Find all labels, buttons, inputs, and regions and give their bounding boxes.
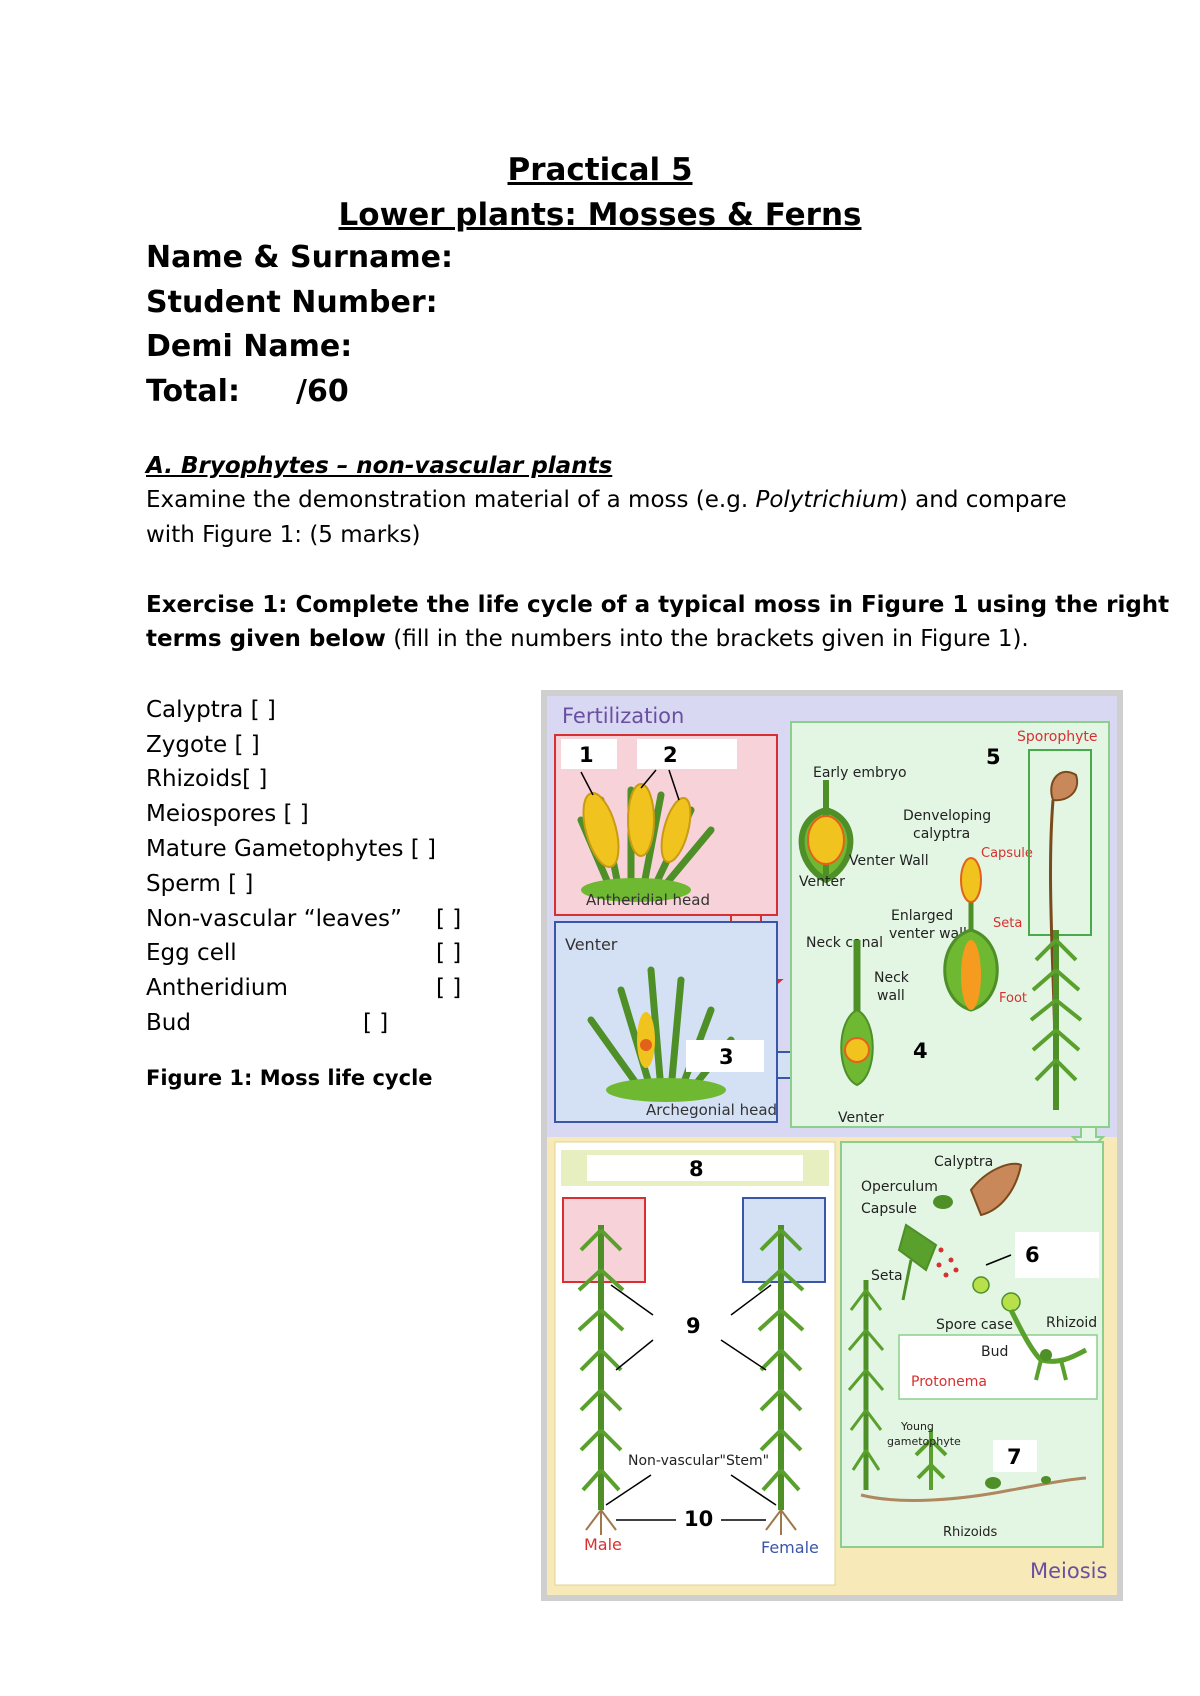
moss-life-cycle-figure: Fertilization 1 2 Antheridial head Vente… [541, 690, 1123, 1601]
capsule2-label: Capsule [861, 1201, 917, 1217]
capsule-label: Capsule [981, 846, 1033, 861]
term-egg-cell: Egg cell [146, 940, 237, 966]
neck-canal-label: Neck canal [806, 935, 883, 951]
demi-name-label: Demi Name: [146, 329, 352, 364]
fertilization-label: Fertilization [562, 704, 684, 728]
neck-wall-label-1: Neck [874, 970, 910, 986]
section-a-heading: A. Bryophytes – non-vascular plants [146, 453, 612, 479]
protonema-label: Protonema [911, 1374, 987, 1390]
early-embryo-label: Early embryo [813, 765, 907, 781]
term-leaves-bracket: [ ] [436, 906, 461, 932]
spore-case-label: Spore case [936, 1317, 1013, 1333]
term-rhizoids: Rhizoids[ ] [146, 766, 267, 792]
rhizoid-label: Rhizoid [1046, 1315, 1097, 1331]
term-egg-cell-bracket: [ ] [436, 940, 461, 966]
number-1: 1 [579, 743, 594, 767]
enlarged-venter-label-1: Enlarged [891, 908, 953, 924]
meiosis-label: Meiosis [1030, 1559, 1107, 1583]
number-10: 10 [684, 1507, 713, 1531]
archegonial-head-label: Archegonial head [646, 1101, 777, 1119]
number-9: 9 [686, 1314, 701, 1338]
venter-label-2: Venter [799, 874, 845, 890]
exercise-line2: terms given below (fill in the numbers i… [146, 626, 1029, 652]
developing-calyptra-label-2: calyptra [913, 826, 970, 842]
instruction-text: Examine the demonstration material of a … [146, 487, 755, 513]
term-leaves: Non-vascular “leaves” [146, 906, 402, 932]
antheridial-head-label: Antheridial head [586, 891, 710, 909]
exercise-bold-text: terms given below [146, 626, 386, 652]
term-sperm: Sperm [ ] [146, 871, 253, 897]
term-bud: Bud [146, 1010, 191, 1036]
section-a-instruction-line2: with Figure 1: (5 marks) [146, 522, 420, 548]
venter-wall-label: Venter Wall [849, 853, 929, 869]
calyptra-label: Calyptra [934, 1154, 993, 1170]
venter-label-3: Venter [838, 1110, 884, 1126]
young-gametophyte-label-2: gametophyte [887, 1435, 961, 1448]
sporophyte-label: Sporophyte [1017, 729, 1098, 745]
venter-label-1: Venter [565, 935, 618, 954]
number-7: 7 [1007, 1445, 1022, 1469]
young-gametophyte-label-1: Young [900, 1420, 934, 1433]
stem-label: Non-vascular"Stem" [628, 1453, 769, 1469]
total-value: /60 [296, 374, 349, 409]
section-a-instruction: Examine the demonstration material of a … [146, 487, 1067, 513]
developing-calyptra-label-1: Denveloping [903, 808, 991, 824]
student-number-label: Student Number: [146, 285, 438, 320]
term-mature-gametophytes: Mature Gametophytes [ ] [146, 836, 436, 862]
neck-wall-label-2: wall [877, 988, 905, 1004]
term-zygote: Zygote [ ] [146, 732, 260, 758]
bud-label: Bud [981, 1344, 1008, 1360]
number-6: 6 [1025, 1243, 1040, 1267]
operculum-label: Operculum [861, 1179, 938, 1195]
total-label: Total: [146, 374, 240, 409]
page-subtitle: Lower plants: Mosses & Ferns [0, 197, 1200, 233]
moss-life-cycle-diagram: Fertilization 1 2 Antheridial head Vente… [541, 690, 1123, 1601]
term-meiospores: Meiospores [ ] [146, 801, 309, 827]
label-box-2 [637, 739, 737, 769]
number-4: 4 [913, 1039, 928, 1063]
number-5: 5 [986, 745, 1001, 769]
number-8: 8 [689, 1157, 704, 1181]
term-calyptra: Calyptra [ ] [146, 697, 276, 723]
rhizoids-label: Rhizoids [943, 1525, 998, 1540]
female-label: Female [761, 1538, 819, 1557]
foot-label: Foot [999, 991, 1027, 1006]
species-name: Polytrichium [755, 487, 898, 513]
seta-label: Seta [993, 916, 1022, 931]
exercise-heading: Exercise 1: Complete the life cycle of a… [146, 592, 1169, 618]
seta2-label: Seta [871, 1268, 903, 1284]
male-label: Male [584, 1535, 622, 1554]
exercise-normal-text: (fill in the numbers into the brackets g… [386, 626, 1029, 652]
name-field-label: Name & Surname: [146, 240, 453, 275]
term-antheridium-bracket: [ ] [436, 975, 461, 1001]
number-2: 2 [663, 743, 678, 767]
number-3: 3 [719, 1045, 734, 1069]
figure-caption: Figure 1: Moss life cycle [146, 1066, 433, 1090]
page-title: Practical 5 [0, 152, 1200, 188]
term-antheridium: Antheridium [146, 975, 288, 1001]
term-bud-bracket: [ ] [363, 1010, 388, 1036]
instruction-text-end: ) and compare [899, 487, 1067, 513]
